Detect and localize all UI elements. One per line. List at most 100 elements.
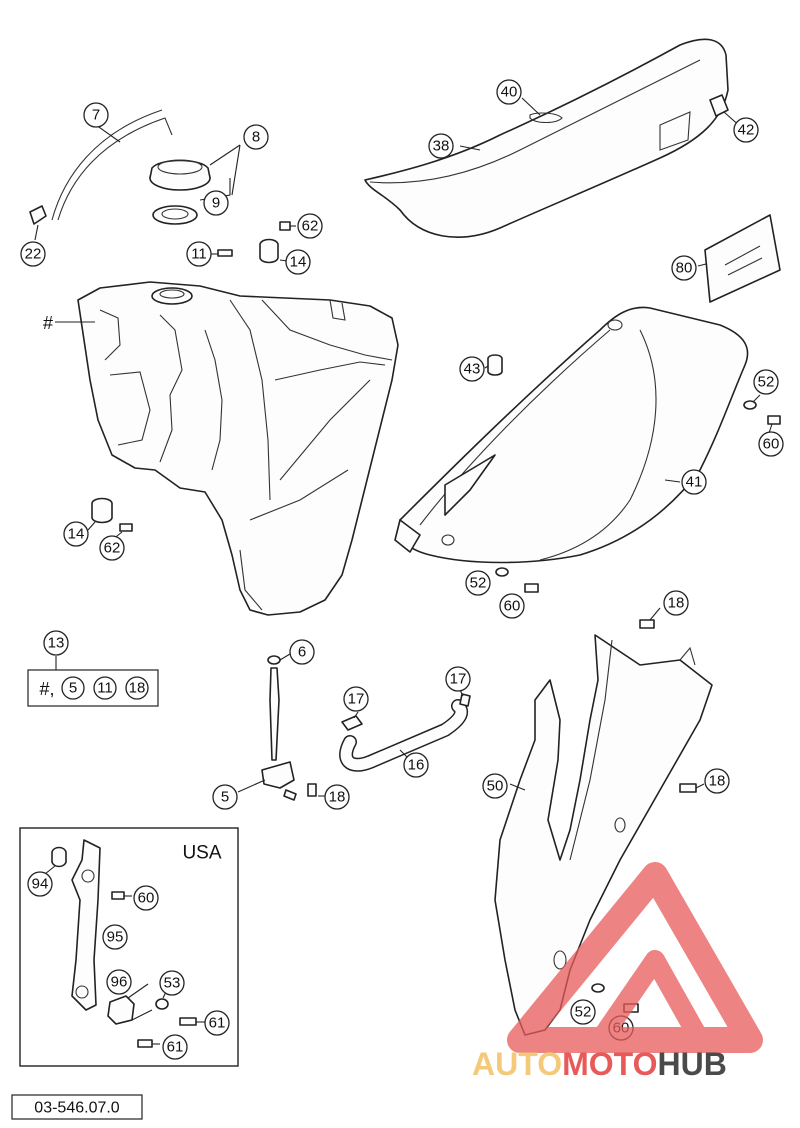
callout-60-right: 60 [758,431,784,457]
bolt-18c [679,783,697,793]
bolt-60b [524,583,539,593]
callout-17-right: 17 [445,666,471,692]
svg-text:5: 5 [69,680,77,697]
watermark-text: AUTOMOTOHUB [472,1046,727,1082]
svg-text:96: 96 [111,974,128,991]
hose-clamp-b [459,693,471,707]
washer-52a [743,400,757,410]
tank-spoiler-right [394,306,749,564]
svg-text:11: 11 [191,246,207,263]
bushing-43 [487,354,503,376]
bolt-62b [119,523,133,532]
svg-text:61: 61 [167,1039,184,1056]
svg-text:18: 18 [709,773,726,790]
svg-text:14: 14 [68,526,85,543]
svg-text:40: 40 [501,84,518,101]
hose-valve [29,205,47,225]
callout-18-top: 18 [663,590,689,616]
cap-gasket [152,205,198,225]
callout-52-bottom: 52 [570,999,596,1025]
callout-14-left: 14 [63,521,89,547]
svg-text:52: 52 [470,575,487,592]
svg-text:22: 22 [25,246,42,263]
callout-38: 38 [428,133,454,159]
callout-50: 50 [482,773,508,799]
callout-80: 80 [671,255,697,281]
svg-text:16: 16 [408,757,425,774]
breather-hose [57,117,173,221]
bracket-95 [71,839,101,1011]
svg-text:18: 18 [668,595,685,612]
svg-text:11: 11 [97,680,113,697]
bushing-14 [259,238,279,264]
callout-43: 43 [459,356,485,382]
callout-41: 41 [681,469,707,495]
callout-61-right: 61 [204,1010,230,1036]
svg-text:62: 62 [302,218,319,235]
bolt-62 [279,221,291,231]
svg-text:61: 61 [209,1015,226,1032]
callout-13: 13 [43,630,69,656]
svg-text:18: 18 [329,789,346,806]
decal-80 [704,214,781,303]
washer-52b [495,567,509,577]
drawing-number: 03-546.07.0 [34,1100,120,1117]
callout-18-right: 18 [704,768,730,794]
svg-text:18: 18 [129,680,146,697]
screw-11 [217,249,233,257]
bolt-61b [137,1039,153,1048]
svg-text:53: 53 [164,975,181,992]
kit-item-18: 18 [125,676,149,700]
callout-8: 8 [243,124,269,150]
callout-9: 9 [203,190,229,216]
callout-60-usa: 60 [133,885,159,911]
callout-5: 5 [212,784,238,810]
svg-text:9: 9 [212,195,220,212]
callout-40: 40 [496,79,522,105]
bolt-60d [111,891,125,900]
rubber-96 [107,995,135,1025]
callout-6: 6 [289,639,315,665]
callout-95: 95 [102,924,128,950]
svg-text:17: 17 [450,671,467,688]
hose-clamp-a [341,715,363,731]
bolt-60a [767,415,781,425]
usa-box [19,827,239,1067]
kit-item-11: 11 [93,676,117,700]
svg-text:14: 14 [290,254,307,271]
fuel-cap [149,159,211,191]
callout-7: 7 [83,102,109,128]
callout-22: 22 [20,241,46,267]
seat [364,38,729,238]
svg-text:60: 60 [504,598,521,615]
hash-label: # [43,313,53,333]
callout-52-mid: 52 [465,570,491,596]
svg-text:94: 94 [32,876,49,893]
svg-text:95: 95 [107,929,124,946]
washer-52c [591,983,605,993]
svg-text:6: 6 [298,644,306,661]
tank-spoiler-left [494,634,713,1036]
callout-42: 42 [733,117,759,143]
callout-53: 53 [159,970,185,996]
svg-text:60: 60 [763,436,780,453]
callout-17-left: 17 [343,686,369,712]
callout-11: 11 [186,241,212,267]
svg-text:50: 50 [487,778,504,795]
svg-text:41: 41 [686,474,703,491]
svg-text:13: 13 [48,635,65,652]
washer-53 [155,998,169,1010]
callout-62-top: 62 [297,213,323,239]
callout-52-right: 52 [753,369,779,395]
callout-61-bottom: 61 [162,1034,188,1060]
callout-18-tap: 18 [324,784,350,810]
svg-text:60: 60 [138,890,155,907]
svg-text:52: 52 [575,1004,592,1021]
kit-item-5: 5 [61,676,85,700]
callout-60-mid: 60 [499,593,525,619]
svg-text:8: 8 [252,129,260,146]
callout-14-top: 14 [285,249,311,275]
bushing-14b [91,497,113,524]
fuel-tap [261,655,297,801]
svg-text:38: 38 [433,138,450,155]
